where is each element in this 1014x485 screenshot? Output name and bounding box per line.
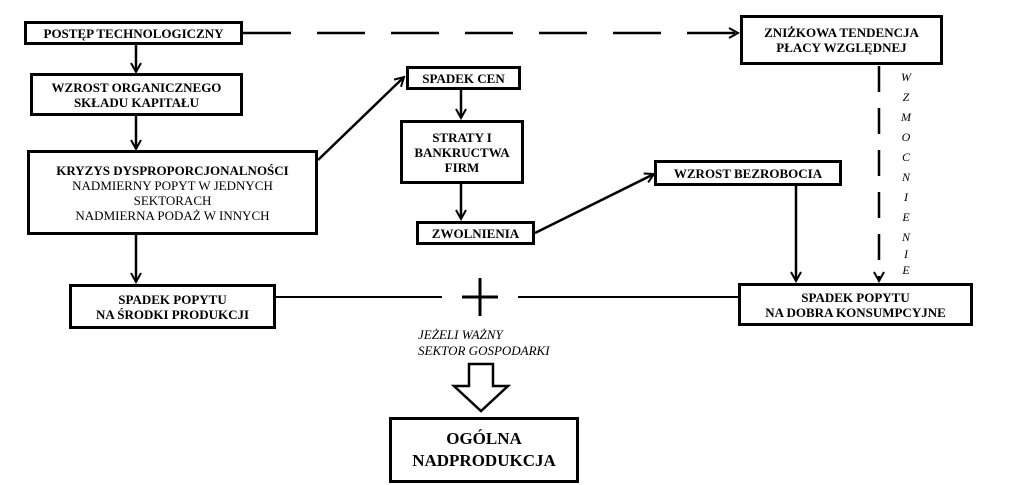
vertical-letter: N [901,170,910,184]
box-wzrost-bezrobocia: WZROST BEZROBOCIA [654,160,842,186]
box-kryzys-line-2: SEKTORACH [133,192,212,208]
box-kryzys-dysproporcjonalnosci: KRYZYS DYSPROPORCJONALNOŚCI NADMIERNY PO… [27,150,318,235]
box-kryzys-line-3: NADMIERNA PODAŻ W INNYCH [75,207,270,223]
box-postep-technologiczny: POSTĘP TECHNOLOGICZNY [24,21,243,45]
vertical-letter: E [902,210,910,224]
box-ogolna-label-2: NADPRODUKCJA [412,451,556,470]
box-znizkowa-label-1: ZNIŻKOWA TENDENCJA [764,25,919,40]
box-postep-label: POSTĘP TECHNOLOGICZNY [43,25,224,41]
vertical-letter: E [902,263,910,277]
box-straty-bankructwa: STRATY I BANKRUCTWA FIRM [400,120,524,184]
condition-note-line-1: JEŻELI WAŻNY [418,327,503,342]
arrow-zwolnienia-to-bezrobocie [534,174,654,235]
box-spadek-cen-label: SPADEK CEN [422,70,505,86]
box-straty-label-3: FIRM [444,159,480,175]
vertical-letter: Z [902,90,910,104]
arrow-kryzys-to-spadek-cen [317,77,404,161]
vertical-letter: W [901,70,911,84]
box-straty-label-1: STRATY I [432,129,492,145]
box-spadek-srodki-label-1: SPADEK POPYTU [118,291,227,307]
box-spadek-konsump-label-1: SPADEK POPYTU [801,289,910,305]
box-kryzys-line-1: NADMIERNY POPYT W JEDNYCH [72,177,273,193]
hollow-down-arrow-icon [450,362,512,413]
box-bezrobocie-label: WZROST BEZROBOCIA [673,165,823,181]
box-spadek-popytu-srodki: SPADEK POPYTU NA ŚRODKI PRODUKCJI [69,284,276,329]
plus-icon [462,278,498,316]
vertical-letter: O [901,130,911,144]
box-ogolna-label-1: OGÓLNA [446,429,522,448]
box-kryzys-title: KRYZYS DYSPROPORCJONALNOŚCI [56,162,289,178]
box-straty-label-2: BANKRUCTWA [414,144,510,160]
box-spadek-srodki-label-2: NA ŚRODKI PRODUKCJI [95,306,250,322]
vertical-letter: I [904,190,908,204]
box-spadek-popytu-konsumpcyjne: SPADEK POPYTU NA DOBRA KONSUMPCYJNE [738,283,973,326]
box-wzrost-organicznego-skladu: WZROST ORGANICZNEGO SKŁADU KAPITAŁU [30,73,243,116]
box-zwolnienia-label: ZWOLNIENIA [431,225,520,241]
box-spadek-konsump-label-2: NA DOBRA KONSUMPCYJNE [765,304,946,320]
vertical-letter: I [904,247,908,261]
box-wzrost-label-1: WZROST ORGANICZNEGO [51,79,222,95]
box-spadek-cen: SPADEK CEN [406,66,521,90]
condition-note-line-2: SEKTOR GOSPODARKI [418,343,550,358]
condition-note: JEŻELI WAŻNY SEKTOR GOSPODARKI [418,327,550,359]
box-znizkowa-label-2: PŁACY WZGLĘDNEJ [776,40,907,55]
vertical-letter: N [901,230,910,244]
box-znizkowa-tendencja: ZNIŻKOWA TENDENCJA PŁACY WZGLĘDNEJ [740,15,943,65]
vertical-letter: C [901,150,910,164]
box-ogolna-nadprodukcja: OGÓLNA NADPRODUKCJA [389,417,579,483]
box-wzrost-label-2: SKŁADU KAPITAŁU [73,94,200,110]
vertical-letter: M [901,110,911,124]
box-zwolnienia: ZWOLNIENIA [416,221,535,245]
